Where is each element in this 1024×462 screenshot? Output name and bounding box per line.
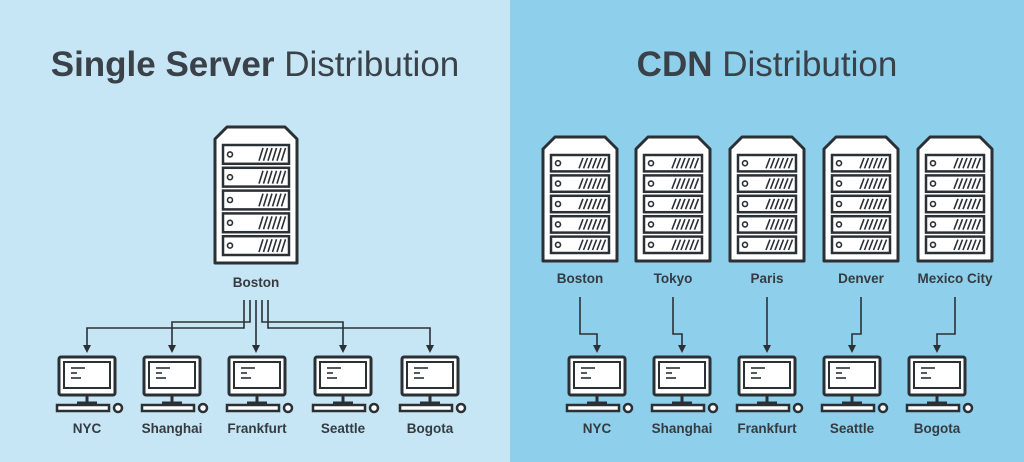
server-rack-icon: [634, 135, 712, 263]
title-bold-text: CDN: [636, 45, 713, 84]
connector-arrow: [933, 297, 956, 353]
desktop-computer-icon: [225, 355, 294, 414]
client-label: Bogota: [406, 421, 454, 436]
server-label: Mexico City: [917, 271, 993, 286]
server-label: Boston: [556, 271, 604, 286]
connector-arrow: [261, 300, 347, 353]
client-label: NYC: [582, 421, 612, 436]
connector-arrow: [848, 297, 862, 353]
client-label: Shanghai: [141, 421, 203, 436]
desktop-computer-icon: [398, 355, 467, 414]
title-bold-text: Single Server: [50, 45, 275, 84]
desktop-computer-icon: [905, 355, 974, 414]
connector-arrow: [672, 297, 686, 353]
client-label: Shanghai: [651, 421, 713, 436]
client-label: Seattle: [320, 421, 366, 436]
connector-arrow: [168, 300, 251, 353]
connector-lines: [83, 297, 956, 353]
desktop-computer-icon: [735, 355, 804, 414]
server-rack-icon: [541, 135, 619, 263]
single-server-title: Single Server Distribution: [0, 45, 510, 85]
client-label: Frankfurt: [227, 421, 287, 436]
server-label: Tokyo: [653, 271, 693, 286]
client-label: NYC: [72, 421, 102, 436]
title-regular-text: Distribution: [284, 45, 460, 84]
client-label: Frankfurt: [737, 421, 797, 436]
connector-arrow: [579, 297, 601, 353]
server-rack-icon: [822, 135, 900, 263]
boston-server-icon: [213, 125, 299, 265]
connector-arrow: [83, 300, 245, 353]
connector-arrow: [267, 300, 434, 353]
server-label: Denver: [838, 271, 884, 286]
desktop-computer-icon: [311, 355, 380, 414]
server-label: Paris: [750, 271, 784, 286]
desktop-computer-icon: [140, 355, 209, 414]
desktop-computer-icon: [820, 355, 889, 414]
title-regular-text: Distribution: [722, 45, 898, 84]
desktop-computer-icon: [565, 355, 634, 414]
desktop-computer-icon: [55, 355, 124, 414]
cdn-title: CDN Distribution: [510, 45, 1024, 85]
desktop-computer-icon: [650, 355, 719, 414]
server-rack-icon: [728, 135, 806, 263]
client-label: Bogota: [913, 421, 961, 436]
client-label: Seattle: [829, 421, 875, 436]
server-label: Boston: [232, 275, 280, 290]
server-rack-icon: [916, 135, 994, 263]
